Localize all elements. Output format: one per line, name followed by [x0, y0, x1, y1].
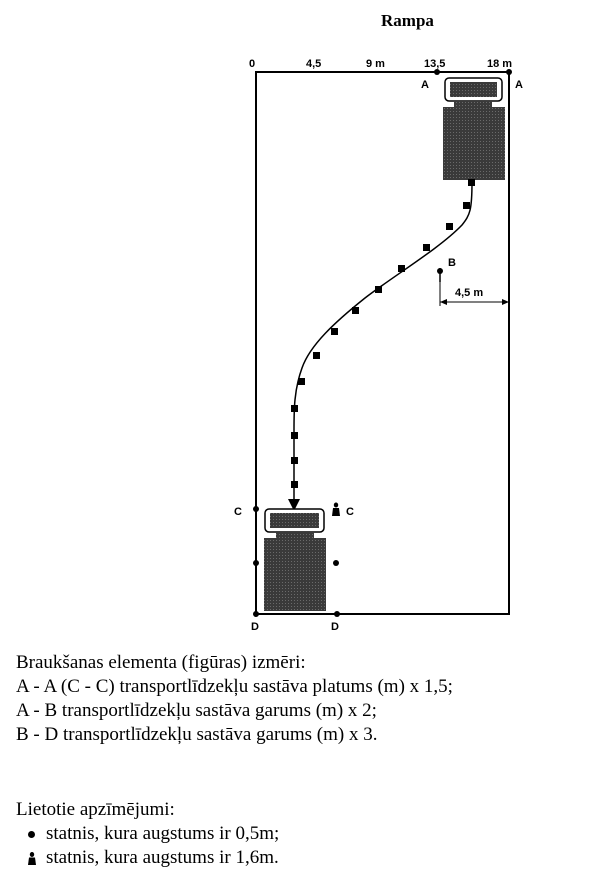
path-marker: [298, 378, 305, 385]
course-boundary: [255, 71, 510, 615]
notes-line-a-a: A - A (C - C) transportlīdzekļu sastāva …: [16, 676, 453, 697]
legend-item-tall-post-text: statnis, kura augstums ir 1,6m.: [46, 847, 279, 868]
legend-heading: Lietotie apzīmējumi:: [16, 799, 175, 820]
scale-label-9: 9 m: [366, 58, 385, 70]
legend: Lietotie apzīmējumi: statnis, kura augst…: [16, 798, 596, 870]
scale-label-0: 0: [249, 58, 255, 70]
path-marker: [398, 265, 405, 272]
legend-item-tall-post: statnis, kura augstums ir 1,6m.: [16, 846, 596, 870]
point-a-right-label: A: [515, 79, 523, 91]
diagram-title: Rampa: [381, 11, 434, 30]
vehicle-start-body: [443, 107, 505, 180]
side-post-left: [253, 560, 259, 566]
notes-line-b-d: B - D transportlīdzekļu sastāva garums (…: [16, 724, 378, 745]
maneuver-diagram: Rampa 0 4,5 9 m 13,5 18 m A A B 4,5 m: [234, 11, 523, 633]
tall-post-icon: [28, 851, 46, 865]
point-c-right-tall-post: [332, 502, 340, 516]
legend-item-short-post-text: statnis, kura augstums ir 0,5m;: [46, 823, 280, 844]
vehicle-finish-cab-window: [270, 513, 319, 528]
path-marker: [291, 432, 298, 439]
legend-item-short-post: statnis, kura augstums ir 0,5m;: [16, 822, 596, 846]
dimensions-notes: Braukšanas elementa (figūras) izmēri: A …: [16, 651, 596, 747]
point-d-right-label: D: [331, 621, 339, 633]
scale-label-18: 18 m: [487, 58, 512, 70]
dimension-label: 4,5 m: [455, 287, 483, 299]
scale-label-4-5: 4,5: [306, 58, 321, 70]
point-d-right-post: [334, 611, 340, 617]
point-c-left-post: [253, 506, 259, 512]
dimension-arrow-right: [502, 299, 509, 305]
scale-label-13-5: 13,5: [424, 58, 445, 70]
path-marker: [463, 202, 470, 209]
point-d-left-post: [253, 611, 259, 617]
path-markers: [291, 179, 475, 488]
point-a-left-label: A: [421, 79, 429, 91]
point-c-right-label: C: [346, 506, 354, 518]
point-b-label: B: [448, 257, 456, 269]
path-marker: [423, 244, 430, 251]
vehicle-finish-body: [264, 538, 326, 611]
short-post-icon: [28, 830, 46, 838]
path-marker: [331, 328, 338, 335]
path-marker: [291, 457, 298, 464]
path-marker: [291, 405, 298, 412]
vehicle-start: [443, 77, 505, 180]
notes-line-a-b: A - B transportlīdzekļu sastāva garums (…: [16, 700, 377, 721]
point-b-post: [437, 268, 443, 274]
path-marker: [468, 179, 475, 186]
path-marker: [313, 352, 320, 359]
driving-path: [288, 181, 473, 511]
path-marker: [291, 481, 298, 488]
dimension-arrow-left: [440, 299, 447, 305]
path-marker: [446, 223, 453, 230]
vehicle-start-coupling: [454, 101, 492, 107]
vehicle-finish-coupling: [276, 532, 314, 538]
notes-heading: Braukšanas elementa (figūras) izmēri:: [16, 652, 306, 673]
point-a-left-post: [434, 69, 440, 75]
side-post-right: [333, 560, 339, 566]
path-marker: [375, 286, 382, 293]
vehicle-finish: [264, 508, 326, 611]
vehicle-start-cab-window: [450, 82, 497, 97]
point-c-left-label: C: [234, 506, 242, 518]
point-d-left-label: D: [251, 621, 259, 633]
point-a-right-post: [506, 69, 512, 75]
path-marker: [352, 307, 359, 314]
